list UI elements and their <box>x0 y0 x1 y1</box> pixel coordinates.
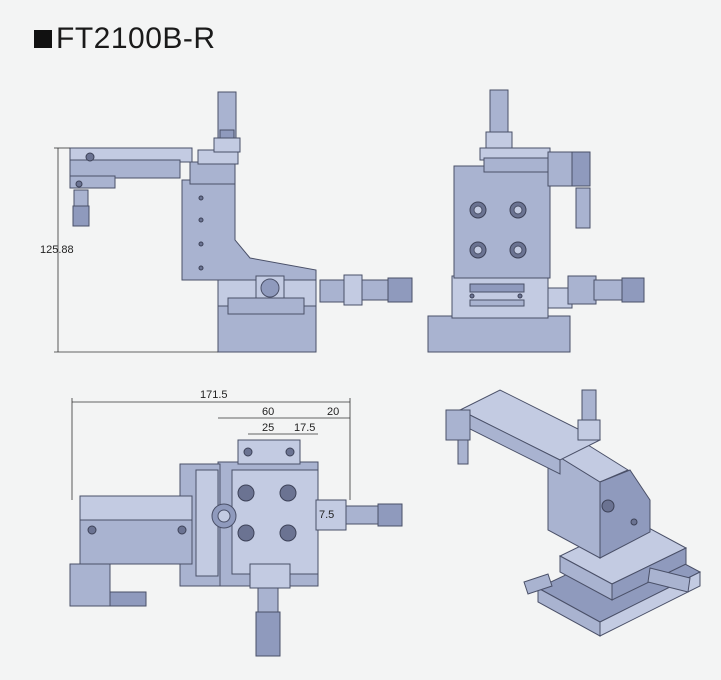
dim-17-5: 17.5 <box>294 422 315 434</box>
side-view <box>427 89 645 353</box>
dim-20: 20 <box>327 406 339 418</box>
title-bullet-icon <box>34 30 52 48</box>
dim-60: 60 <box>262 406 274 418</box>
product-title: FT2100B-R <box>34 22 216 56</box>
dim-25: 25 <box>262 422 274 434</box>
isometric-view <box>445 389 702 637</box>
dim-height: 125.88 <box>40 244 74 256</box>
top-view: 171.5 60 20 25 17.5 7.5 <box>69 389 403 657</box>
dim-width: 171.5 <box>200 389 228 401</box>
title-text: FT2100B-R <box>56 22 216 55</box>
dim-7-5: 7.5 <box>319 509 334 521</box>
front-view: 125.88 <box>40 91 413 353</box>
